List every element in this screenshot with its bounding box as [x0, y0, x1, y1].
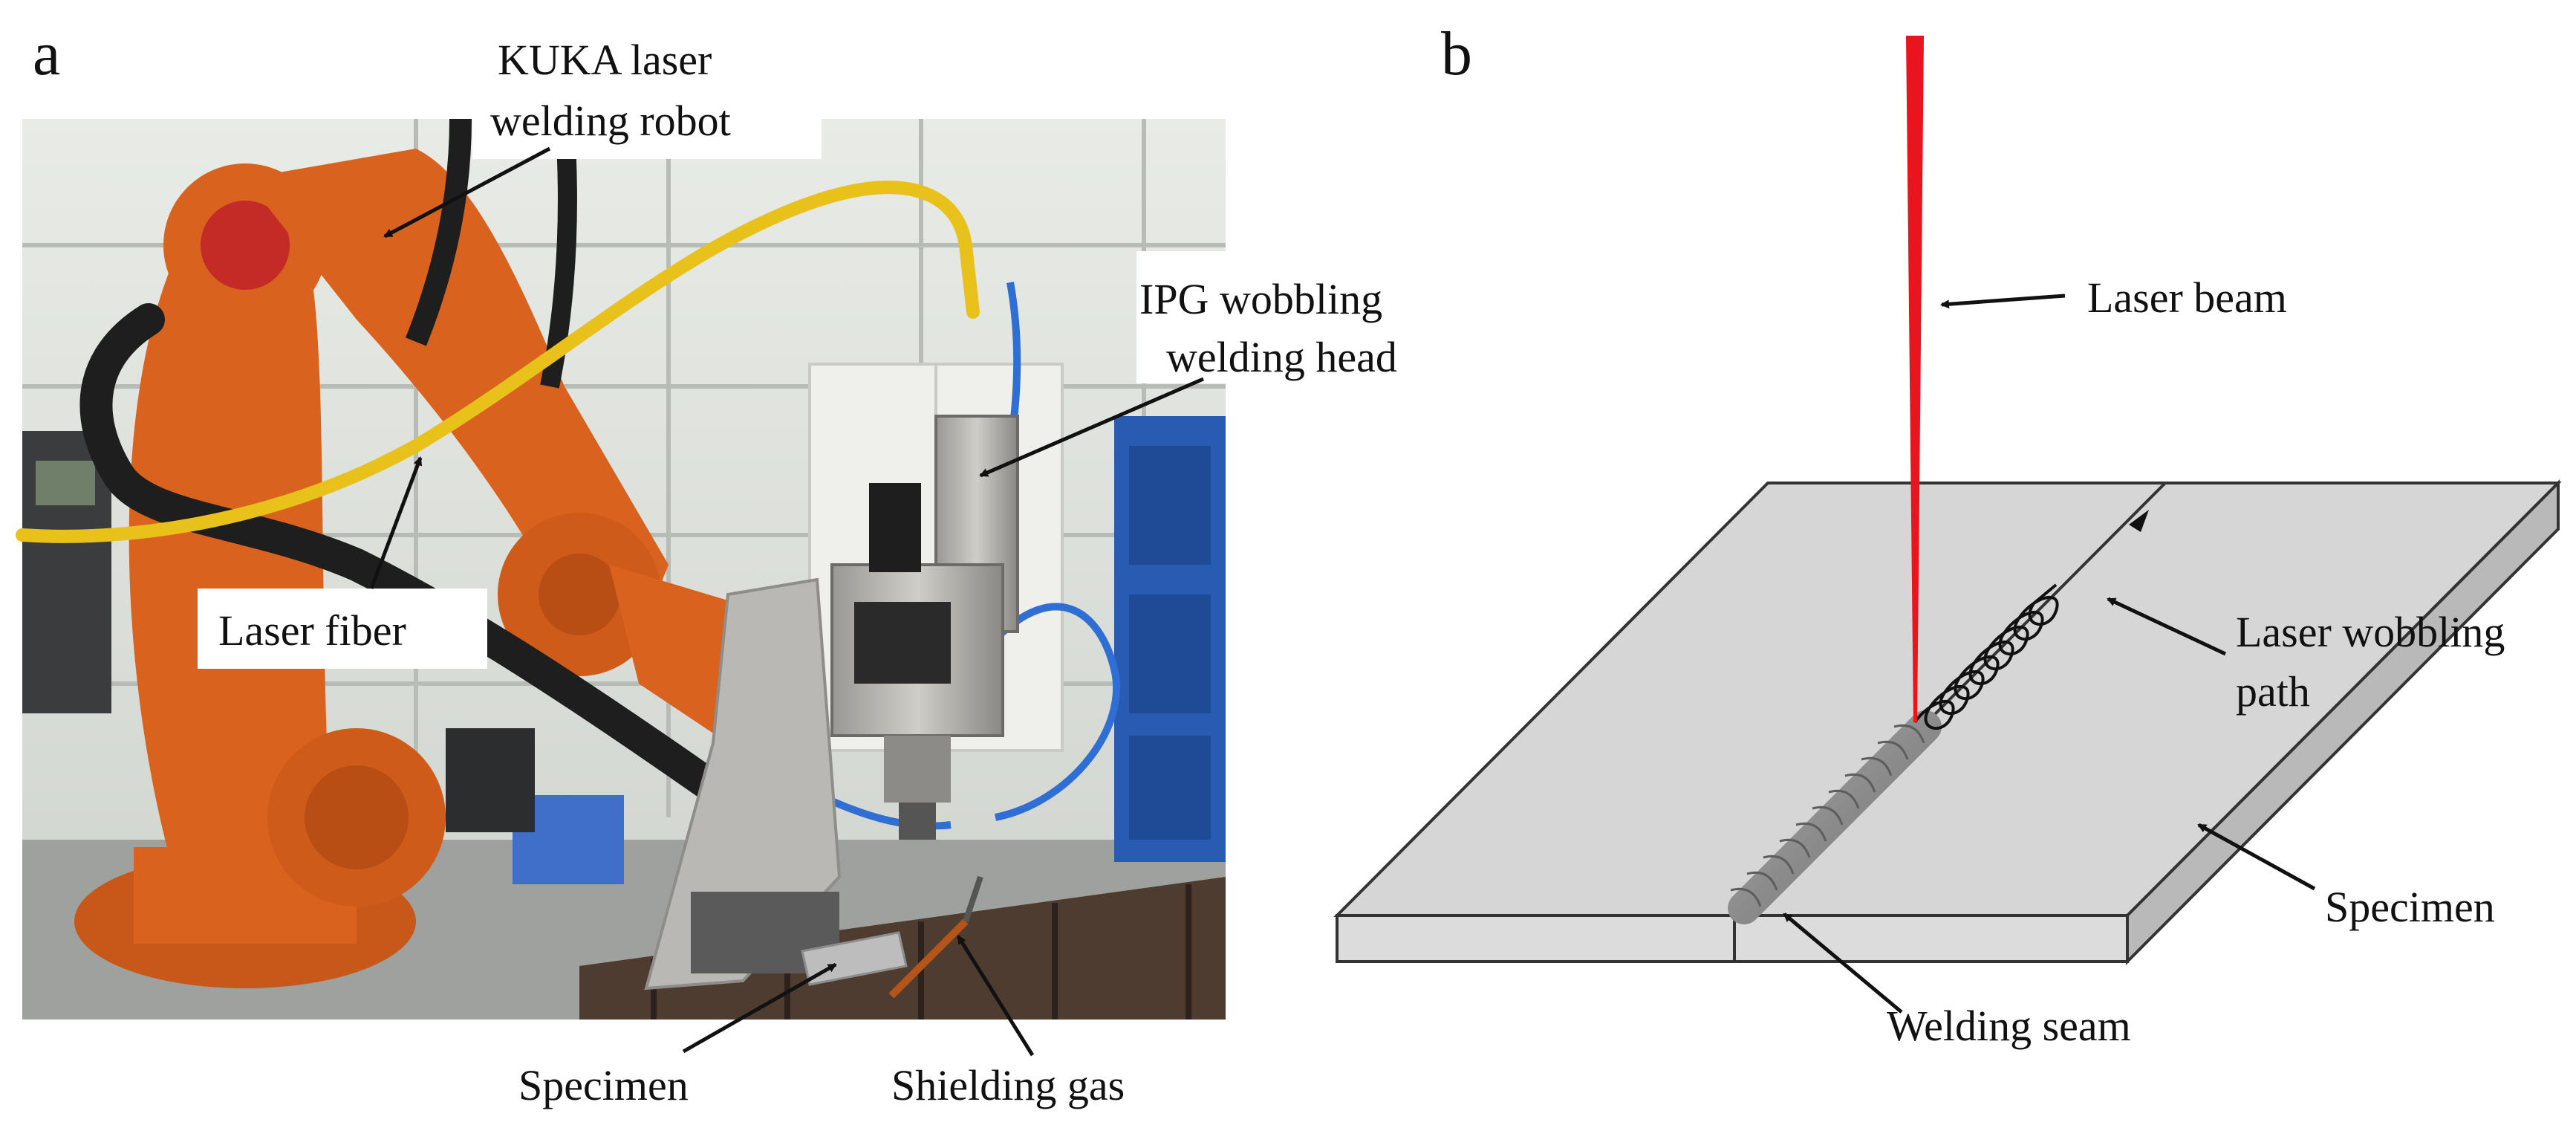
- panel-b-letter: b: [1441, 19, 1472, 88]
- specimen-plate-front: [1336, 914, 2129, 963]
- panel-b: b: [1333, 19, 2562, 1050]
- panel-a: a: [16, 19, 1463, 1109]
- laser-beam: [1906, 36, 1924, 722]
- specimen-label-a: Specimen: [518, 1061, 689, 1109]
- robot-label-box: [472, 27, 822, 159]
- shielding-gas-label: Shielding gas: [891, 1061, 1125, 1109]
- shielding-gas-arrow: [956, 935, 1035, 1057]
- welding-seam: [1728, 710, 1942, 924]
- specimen-arrow-b: [2197, 823, 2316, 891]
- wobbling-path-label-line2: path: [2236, 667, 2310, 716]
- robot-arrow: [383, 146, 551, 239]
- fiber-arrow: [369, 456, 423, 589]
- wobbling-path-label-line1: Laser wobbling: [2236, 608, 2505, 656]
- head-label-line1: IPG wobbling: [1139, 275, 1382, 323]
- specimen-label-b: Specimen: [2325, 883, 2495, 931]
- robot-photo: [16, 118, 1226, 1020]
- robot-label-line2: welding robot: [490, 97, 731, 145]
- wobbling-path: [1913, 583, 2059, 730]
- fiber-label: Laser fiber: [218, 606, 406, 655]
- seam-label: Welding seam: [1887, 1002, 2131, 1050]
- head-label-box: [1136, 251, 1463, 383]
- wobbling-direction-arrowhead: [2129, 510, 2149, 532]
- head-label-line2: welding head: [1166, 333, 1397, 381]
- head-arrow: [979, 377, 1204, 478]
- laser-beam-label: Laser beam: [2087, 273, 2287, 322]
- fiber-label-box: [198, 589, 487, 669]
- wobbling-path-arrow: [2107, 597, 2227, 656]
- robot-label-line1: KUKA laser: [498, 36, 712, 84]
- laser-beam-arrow: [1940, 294, 2066, 309]
- panel-a-letter: a: [33, 19, 60, 88]
- specimen-plate-side: [2126, 479, 2560, 965]
- seam-arrow: [1783, 913, 1903, 1014]
- specimen-arrow-a: [682, 962, 837, 1054]
